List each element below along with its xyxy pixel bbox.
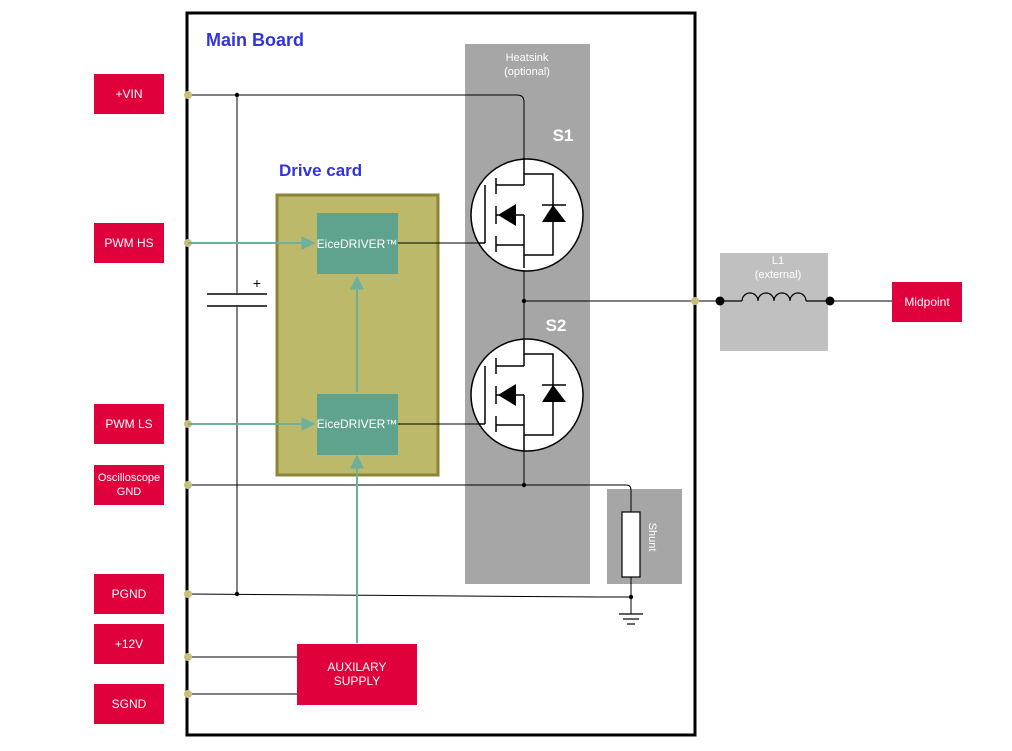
terminal-oscilloscope-gnd: Oscilloscope GND	[94, 465, 164, 505]
aux-supply-label-1: AUXILARY	[327, 660, 386, 674]
driver-hs	[317, 213, 398, 274]
mosfet-s1	[470, 158, 584, 272]
svg-text:PWM LS: PWM LS	[105, 417, 152, 431]
terminal-vin: +VIN	[94, 74, 164, 114]
terminal-sgnd: SGND	[94, 684, 164, 724]
svg-text:+VIN: +VIN	[115, 87, 142, 101]
heatsink-label-1: Heatsink	[506, 52, 549, 64]
terminal-pwm-ls: PWM LS	[94, 404, 164, 444]
heatsink	[465, 44, 590, 584]
drive-card-title: Drive card	[279, 161, 362, 180]
svg-text:GND: GND	[117, 486, 142, 498]
svg-text:Midpoint: Midpoint	[904, 295, 950, 309]
svg-text:PWM HS: PWM HS	[104, 236, 153, 250]
mosfet-s2	[470, 338, 584, 452]
signal-wiring	[188, 236, 364, 643]
shunt-box	[607, 489, 682, 584]
shunt-label: Shunt	[646, 523, 658, 552]
inductor-terminal-left	[715, 296, 725, 306]
aux-supply-label-2: SUPPLY	[334, 674, 380, 688]
svg-text:Oscilloscope: Oscilloscope	[98, 472, 160, 484]
shunt-resistor	[621, 511, 641, 578]
s1-label: S1	[553, 126, 574, 145]
heatsink-label-2: (optional)	[504, 66, 550, 78]
main-board	[185, 11, 697, 737]
driver-ls	[317, 394, 398, 455]
svg-text:+12V: +12V	[115, 637, 143, 651]
power-wiring	[187, 94, 892, 695]
inductor-label-1: L1	[772, 255, 784, 267]
inductor-terminal-right	[825, 296, 835, 306]
inductor-label-2: (external)	[755, 269, 801, 281]
inductor-box	[720, 253, 828, 351]
s2-label: S2	[546, 316, 567, 335]
capacitor-polarity: +	[253, 275, 261, 291]
terminal-midpoint: Midpoint	[892, 282, 962, 322]
terminal-12v: +12V	[94, 624, 164, 664]
svg-text:PGND: PGND	[112, 587, 147, 601]
svg-text:SGND: SGND	[112, 697, 147, 711]
aux-supply	[297, 644, 417, 705]
main-board-title: Main Board	[206, 30, 304, 50]
terminal-pgnd: PGND	[94, 574, 164, 614]
driver-hs-label: EiceDRIVER™	[317, 237, 398, 251]
driver-ls-label: EiceDRIVER™	[317, 417, 398, 431]
junction-dots	[234, 92, 634, 600]
ground-icon	[619, 613, 643, 625]
terminal-pwm-hs: PWM HS	[94, 223, 164, 263]
